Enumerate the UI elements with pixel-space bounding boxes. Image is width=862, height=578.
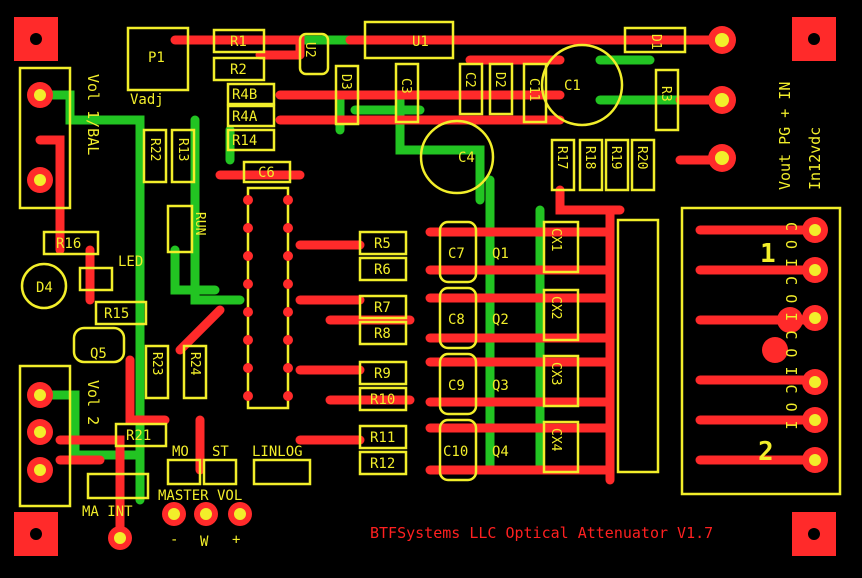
label-r1: R1 [230,34,247,50]
label-q1: Q1 [492,246,509,262]
label-c11: C11 [526,78,541,101]
label-u2: U2 [302,42,317,58]
mounting-holes [14,17,836,556]
component-labels: R1 R2 R4B R4A R14 C6 U1 P1 Vadj R5 R6 R7… [36,34,776,550]
label-d2: D2 [492,72,507,88]
label-vol2: Vol 2 [84,380,102,425]
label-one: 1 [760,239,776,269]
label-mo: MO [172,444,189,460]
label-relay-pins: C O I C O I C O I C O I [782,222,800,430]
label-power-pins: Vout PG + IN [776,82,794,190]
board-title: BTFSystems LLC Optical Attenuator V1.7 [370,524,713,542]
label-u1: U1 [412,34,429,50]
label-d4: D4 [36,280,53,296]
label-r20: R20 [634,146,649,169]
label-c3: C3 [398,78,413,94]
label-r4a: R4A [232,109,258,125]
label-q5: Q5 [90,346,107,362]
label-vadj: Vadj [130,92,164,108]
ic-pins [243,195,293,401]
label-ma-int: MA INT [82,504,133,520]
top-traces [35,35,825,545]
label-q4: Q4 [492,444,509,460]
label-led: LED [118,254,143,270]
label-cx3: CX3 [548,362,563,385]
label-r15: R15 [104,306,129,322]
label-r23: R23 [149,352,164,375]
pads [27,26,828,550]
label-r7: R7 [374,300,391,316]
label-c1: C1 [564,78,581,94]
label-c2: C2 [462,72,477,88]
label-r3: R3 [658,86,673,102]
bottom-traces [35,35,705,505]
label-vol-bal: Vol 1/BAL [84,74,102,155]
label-r18: R18 [582,146,597,169]
label-r17: R17 [554,146,569,169]
label-plus: + [232,532,240,548]
label-r22: R22 [147,138,162,161]
label-r14: R14 [232,133,257,149]
label-r2: R2 [230,62,247,78]
label-r6: R6 [374,262,391,278]
label-cx2: CX2 [548,296,563,319]
label-st: ST [212,444,229,460]
label-r11: R11 [370,430,395,446]
label-w: W [200,534,209,550]
label-cx4: CX4 [548,428,563,452]
silkscreen [18,20,842,508]
label-r16: R16 [56,236,81,252]
label-run: RUN [192,212,207,235]
label-c8: C8 [448,312,465,328]
label-r19: R19 [608,146,623,169]
label-d1: D1 [648,34,663,50]
label-c6: C6 [258,165,275,181]
rotated-labels: R22 R13 R23 R24 R17 R18 R19 R20 R3 D1 D2… [84,34,824,452]
label-r12: R12 [370,456,395,472]
label-q2: Q2 [492,312,509,328]
label-r13: R13 [175,138,190,161]
label-r5: R5 [374,236,391,252]
label-c9: C9 [448,378,465,394]
label-two: 2 [758,437,774,467]
label-c10: C10 [443,444,468,460]
label-r8: R8 [374,326,391,342]
label-r24: R24 [187,352,202,376]
label-r4b: R4B [232,87,257,103]
label-master-vol: MASTER VOL [158,488,242,504]
label-r21: R21 [126,428,151,444]
label-linlog: LINLOG [252,444,303,460]
label-p1: P1 [148,50,165,66]
label-cx1: CX1 [548,228,563,251]
label-r10: R10 [370,392,395,408]
label-q3: Q3 [492,378,509,394]
label-in12vdc: In12vdc [806,127,824,190]
label-c4: C4 [458,150,475,166]
label-c7: C7 [448,246,465,262]
label-r9: R9 [374,366,391,382]
label-minus: - [170,532,178,548]
label-d3: D3 [338,74,353,90]
